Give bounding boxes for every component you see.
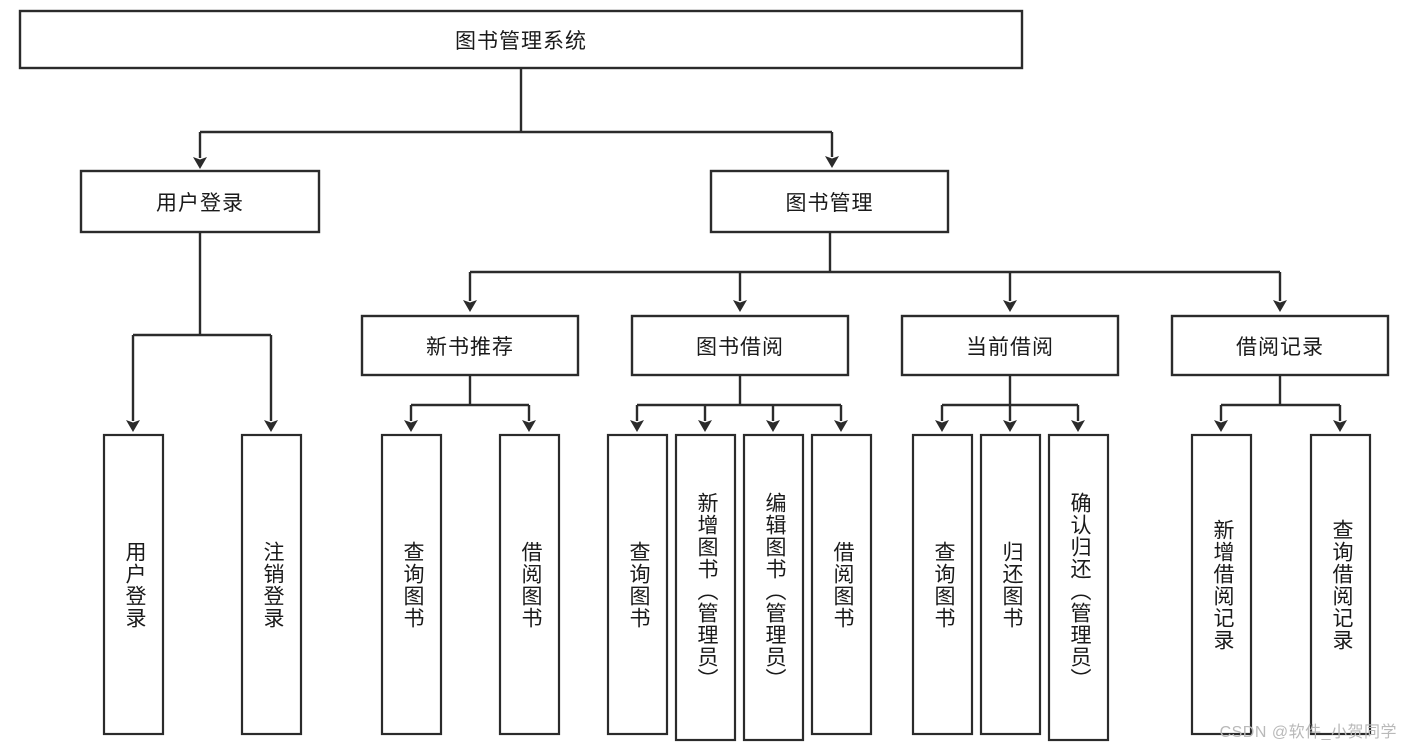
leaf-box-nb-query-book[interactable] — [380, 433, 443, 736]
leaf-box-bb-borrow-book[interactable] — [810, 433, 873, 736]
leaf-box-bb-edit-book[interactable] — [742, 433, 805, 742]
node-current-borrow-box[interactable] — [900, 314, 1120, 377]
leaf-box-cb-return-book[interactable] — [979, 433, 1042, 736]
leaf-box-nb-borrow-book[interactable] — [498, 433, 561, 736]
leaf-box-bb-add-book[interactable] — [674, 433, 737, 742]
node-borrow-record-box[interactable] — [1170, 314, 1390, 377]
node-book-manage-box[interactable] — [709, 169, 950, 234]
leaf-box-logout[interactable] — [240, 433, 303, 736]
leaf-box-user-login[interactable] — [102, 433, 165, 736]
node-root-box[interactable] — [18, 9, 1024, 70]
leaf-box-bb-query-book[interactable] — [606, 433, 669, 736]
leaf-box-cb-confirm-return[interactable] — [1047, 433, 1110, 742]
leaf-box-br-query-record[interactable] — [1309, 433, 1372, 736]
leaf-box-br-add-record[interactable] — [1190, 433, 1253, 736]
node-new-book-box[interactable] — [360, 314, 580, 377]
leaf-box-cb-query-book[interactable] — [911, 433, 974, 736]
node-user-login-box[interactable] — [79, 169, 321, 234]
node-book-borrow-box[interactable] — [630, 314, 850, 377]
